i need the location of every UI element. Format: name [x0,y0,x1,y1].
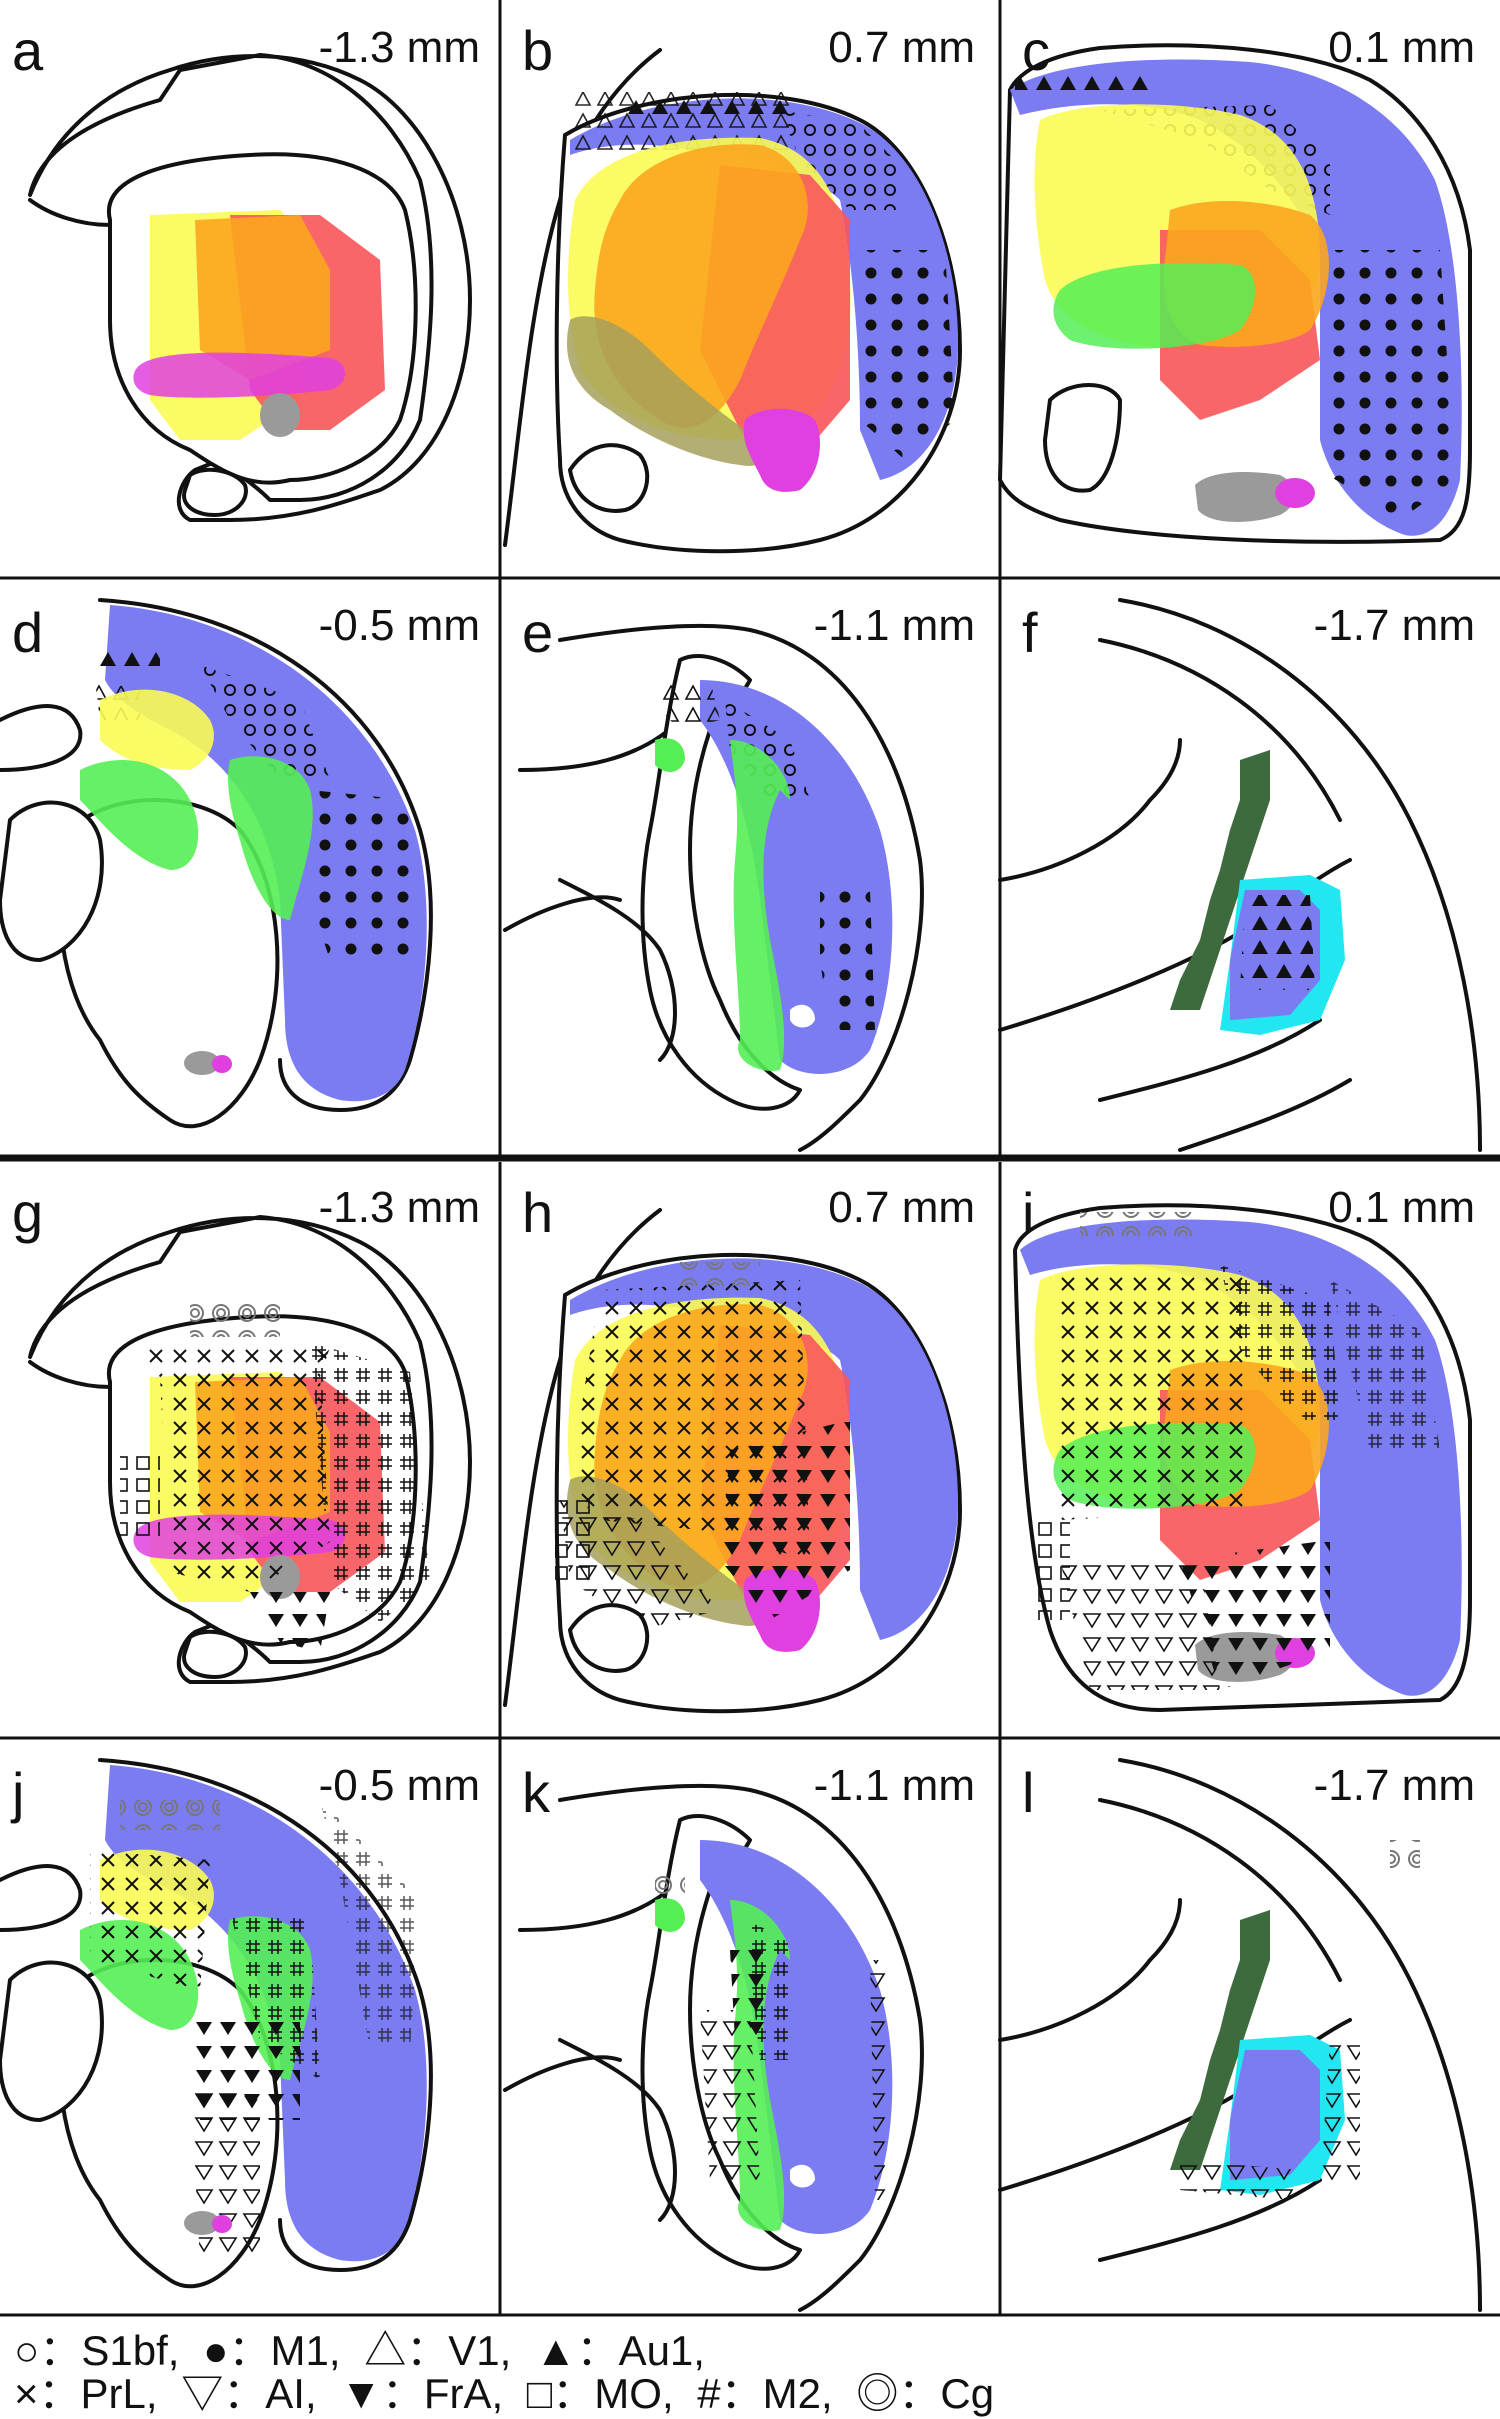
panel-letter: g [12,1181,43,1244]
panel-letter: j [10,1761,24,1824]
filled-triangle-icon: ▲ [535,2327,577,2374]
panel-letter: h [522,1181,553,1244]
panel-depth: -1.7 mm [1314,601,1475,650]
panel-j: j -0.5 mm [0,1758,480,2289]
panel-depth: 0.1 mm [1328,23,1475,72]
panel-g: g -1.3 mm [12,1181,480,1684]
open-square-icon: □ [527,2370,553,2417]
panel-depth: -1.3 mm [319,23,480,72]
panel-letter: k [522,1761,551,1824]
panel-depth: 0.1 mm [1328,1183,1475,1232]
panel-letter: a [12,19,44,82]
open-down-triangle-icon: ▽ [181,2370,223,2417]
panel-depth: -1.3 mm [319,1183,480,1232]
panel-f: f -1.7 mm [998,598,1482,1152]
legend-line-2: ×：PrL, ▽：AI, ▼：FrA, □：MO, #：M2, ◎：Cg [14,2370,994,2417]
panel-depth: -0.5 mm [319,601,480,650]
panel-b: b 0.7 mm [503,19,975,554]
panel-i: i 0.1 mm [1013,1181,1475,1712]
legend: ○：S1bf, ●：M1, △：V1, ▲：Au1, ×：PrL, ▽：AI, … [14,2327,994,2417]
panel-d: d -0.5 mm [0,598,480,1129]
panel-e: e -1.1 mm [503,601,975,1152]
filled-down-triangle-icon: ▼ [340,2370,382,2417]
panel-depth: 0.7 mm [828,23,975,72]
hash-icon: # [697,2370,721,2417]
panel-grid [0,0,1500,2317]
cross-icon: × [14,2370,39,2417]
double-circle-icon: ◎ [856,2370,898,2417]
panel-letter: c [1022,19,1050,82]
panel-h: h 0.7 mm [503,1181,975,1714]
panel-k: k -1.1 mm [503,1761,975,2312]
panel-depth: -1.1 mm [814,1761,975,1810]
filled-circle-icon: ● [203,2327,228,2374]
panel-depth: 0.7 mm [828,1183,975,1232]
panel-letter: f [1022,601,1038,664]
panel-a: a -1.3 mm [12,19,480,522]
legend-line-1: ○：S1bf, ●：M1, △：V1, ▲：Au1, [14,2327,705,2374]
panel-c: c 0.1 mm [998,19,1475,544]
panel-letter: d [12,601,43,664]
panel-letter: b [522,19,553,82]
panel-depth: -1.1 mm [814,601,975,650]
panel-letter: l [1022,1761,1034,1824]
panel-depth: -0.5 mm [319,1761,480,1810]
panel-letter: i [1022,1181,1034,1244]
open-circle-icon: ○ [14,2327,39,2374]
open-triangle-icon: △ [364,2327,406,2374]
panel-l: l -1.7 mm [998,1758,1482,2312]
panel-depth: -1.7 mm [1314,1761,1475,1810]
panel-letter: e [522,601,553,664]
